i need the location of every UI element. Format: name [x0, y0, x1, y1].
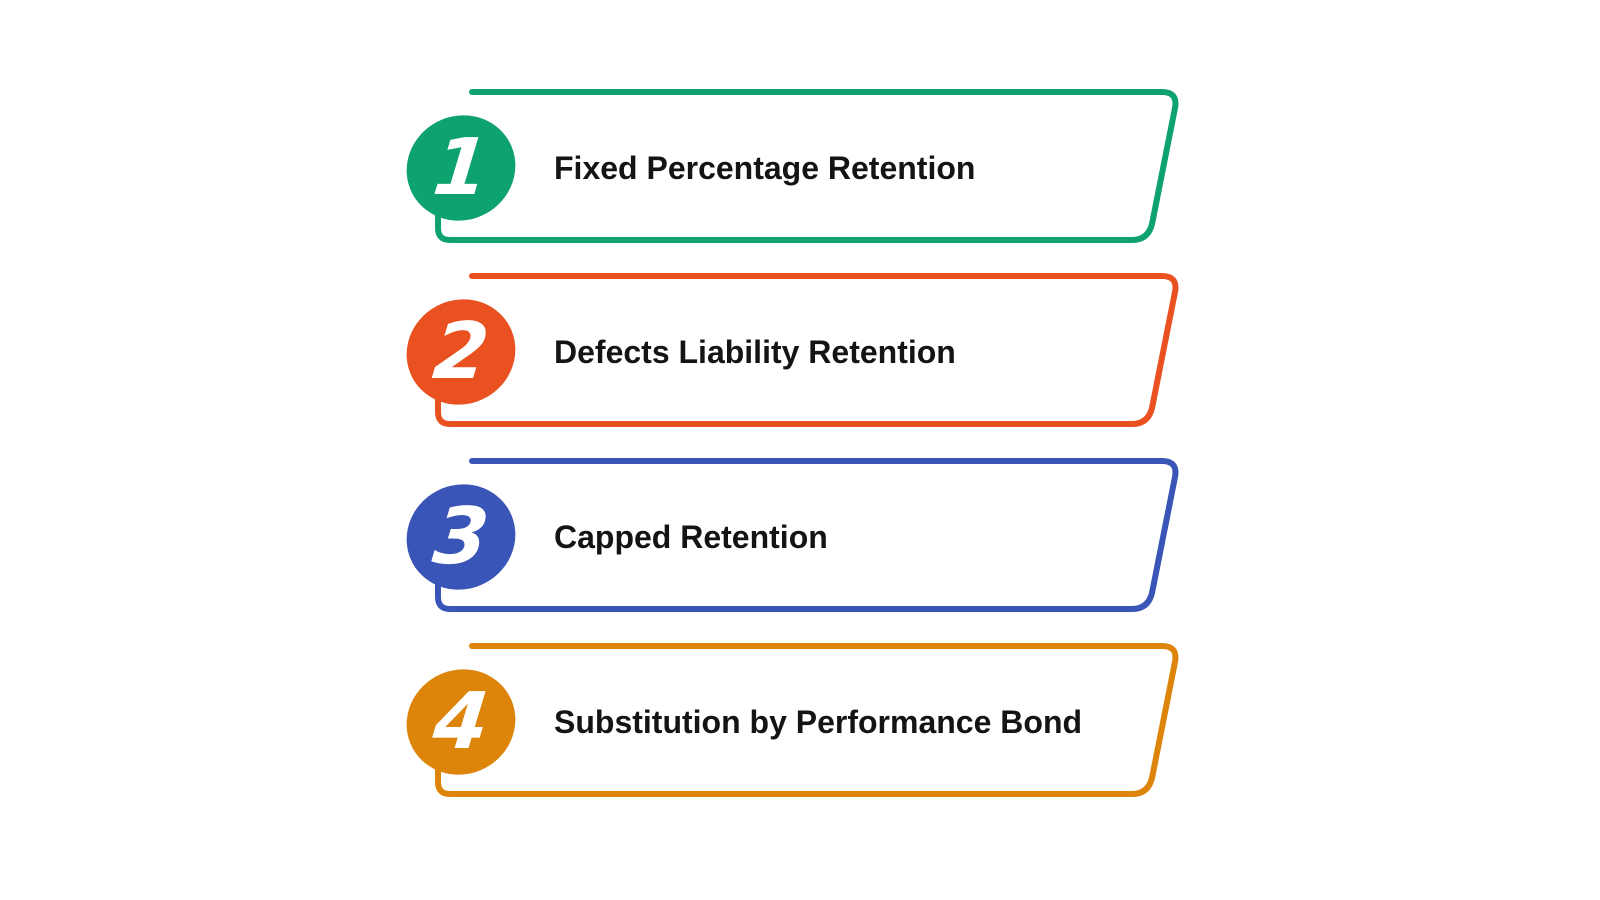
step-frame-1 [435, 89, 1179, 243]
step-label-1: Fixed Percentage Retention [554, 150, 976, 186]
step-number-badge-3: 3 [406, 482, 516, 592]
step-number-badge-1: 1 [406, 113, 516, 223]
step-number-badge-2: 2 [406, 297, 516, 407]
step-item-1: 1 Fixed Percentage Retention [400, 86, 1200, 246]
step-frame-2 [435, 273, 1179, 427]
step-frame-3 [435, 458, 1179, 612]
step-label-2: Defects Liability Retention [554, 334, 956, 370]
step-number-3: 3 [429, 492, 493, 582]
step-number-2: 2 [429, 307, 493, 397]
step-item-3: 3 Capped Retention [400, 455, 1200, 615]
step-label-3: Capped Retention [554, 519, 828, 555]
step-item-4: 4 Substitution by Performance Bond [400, 640, 1200, 800]
step-item-2: 2 Defects Liability Retention [400, 270, 1200, 430]
step-label-4: Substitution by Performance Bond [554, 704, 1083, 740]
step-number-1: 1 [429, 123, 493, 213]
step-number-4: 4 [429, 677, 493, 767]
step-number-badge-4: 4 [406, 667, 516, 777]
step-frame-4 [435, 643, 1179, 797]
